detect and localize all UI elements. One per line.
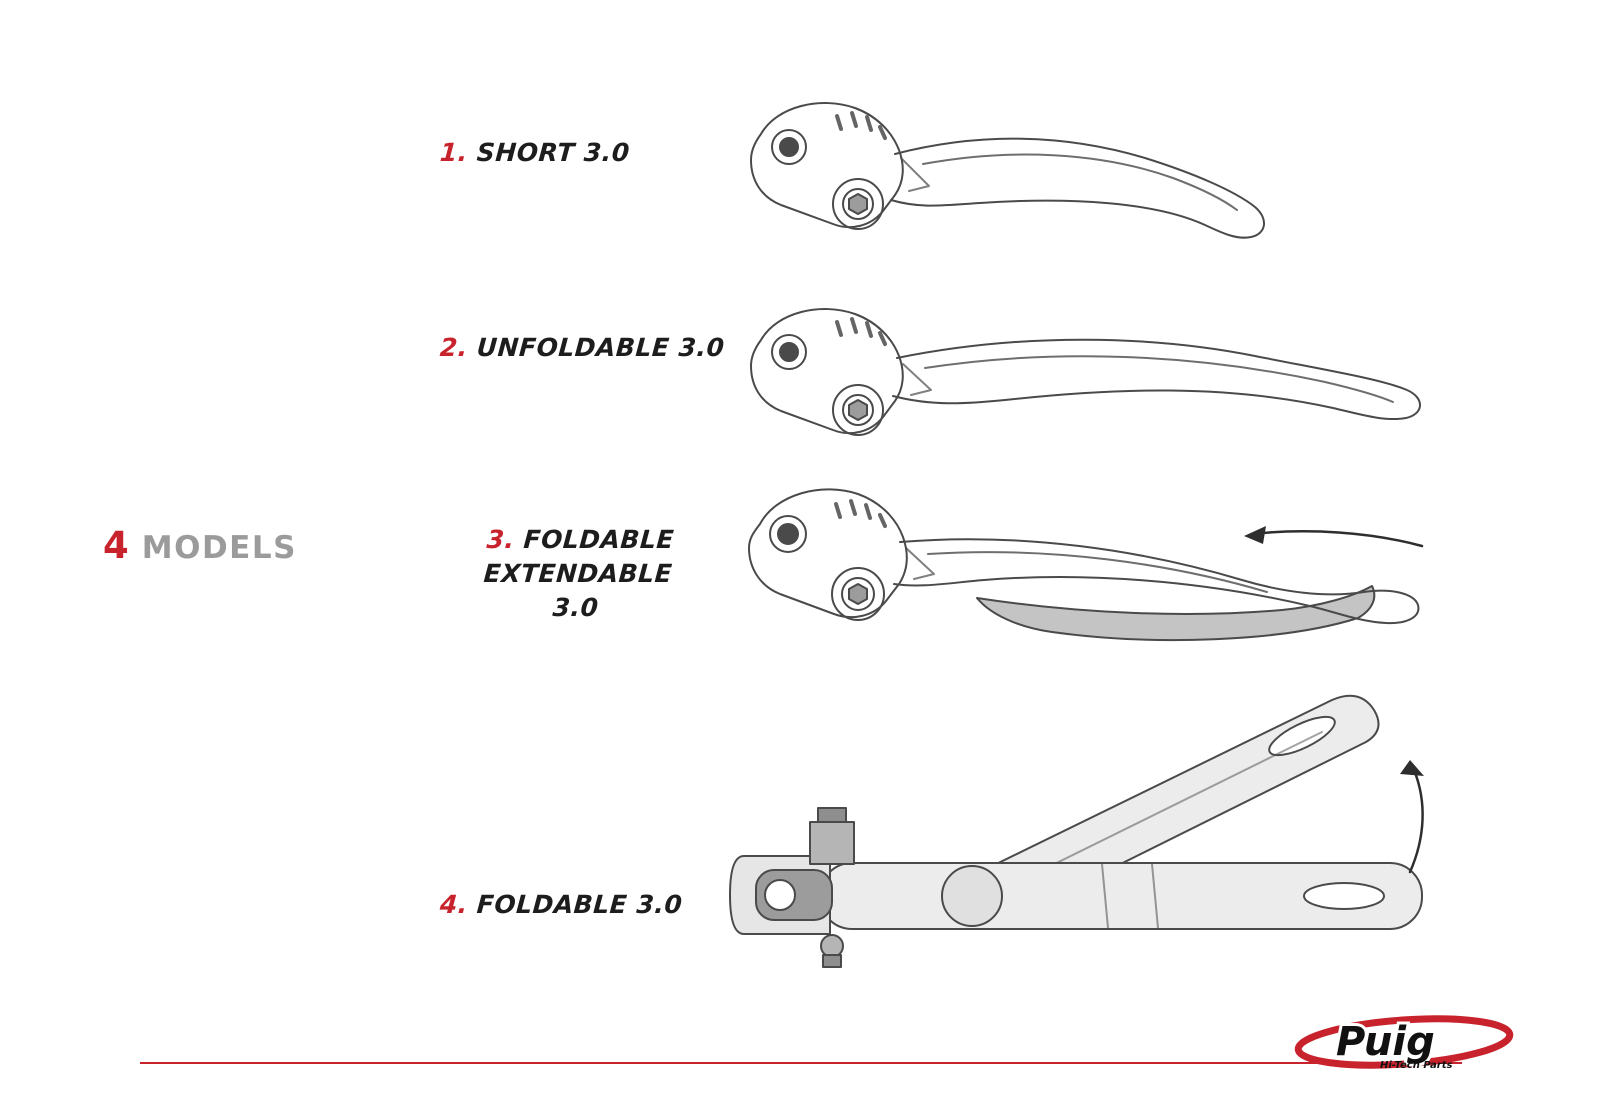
model-name: UNFOLDABLE 3.0 bbox=[475, 333, 726, 362]
model-name-line2: 3.0 bbox=[551, 592, 600, 622]
model-label-short: 1.SHORT 3.0 bbox=[439, 138, 631, 167]
short-lever-illustration bbox=[750, 102, 1265, 239]
model-number: 3. bbox=[485, 525, 516, 554]
models-word: MODELS bbox=[141, 530, 297, 566]
model-number: 2. bbox=[438, 333, 469, 362]
brand-tagline: Hi-Tech Parts bbox=[1380, 1060, 1452, 1071]
logo-swoosh bbox=[1294, 1015, 1514, 1069]
puig-logo: Puig Hi-Tech Parts bbox=[1288, 1010, 1528, 1080]
model-label-foldable-extendable: 3.FOLDABLE EXTENDABLE 3.0 bbox=[424, 523, 731, 624]
arrow-left-curved-icon bbox=[1244, 526, 1424, 548]
model-label-unfoldable: 2.UNFOLDABLE 3.0 bbox=[439, 333, 726, 362]
model-number: 4. bbox=[438, 890, 469, 919]
arrow-up-curved-icon bbox=[1400, 760, 1424, 874]
unfoldable-lever-illustration bbox=[750, 308, 1421, 436]
model-number: 1. bbox=[438, 138, 469, 167]
footer-divider bbox=[140, 1062, 1462, 1064]
foldable-extendable-lever-illustration bbox=[748, 488, 1424, 642]
model-name: SHORT 3.0 bbox=[475, 138, 631, 167]
brand-wordmark: Puig bbox=[1336, 1019, 1435, 1065]
model-name: FOLDABLE 3.0 bbox=[475, 890, 684, 919]
model-label-foldable: 4.FOLDABLE 3.0 bbox=[439, 890, 683, 919]
models-heading: 4 MODELS bbox=[103, 524, 297, 567]
models-count: 4 bbox=[103, 524, 129, 567]
foldable-lever-illustration bbox=[729, 694, 1424, 968]
puig-logo-graphic: Puig Hi-Tech Parts bbox=[1294, 1015, 1514, 1071]
